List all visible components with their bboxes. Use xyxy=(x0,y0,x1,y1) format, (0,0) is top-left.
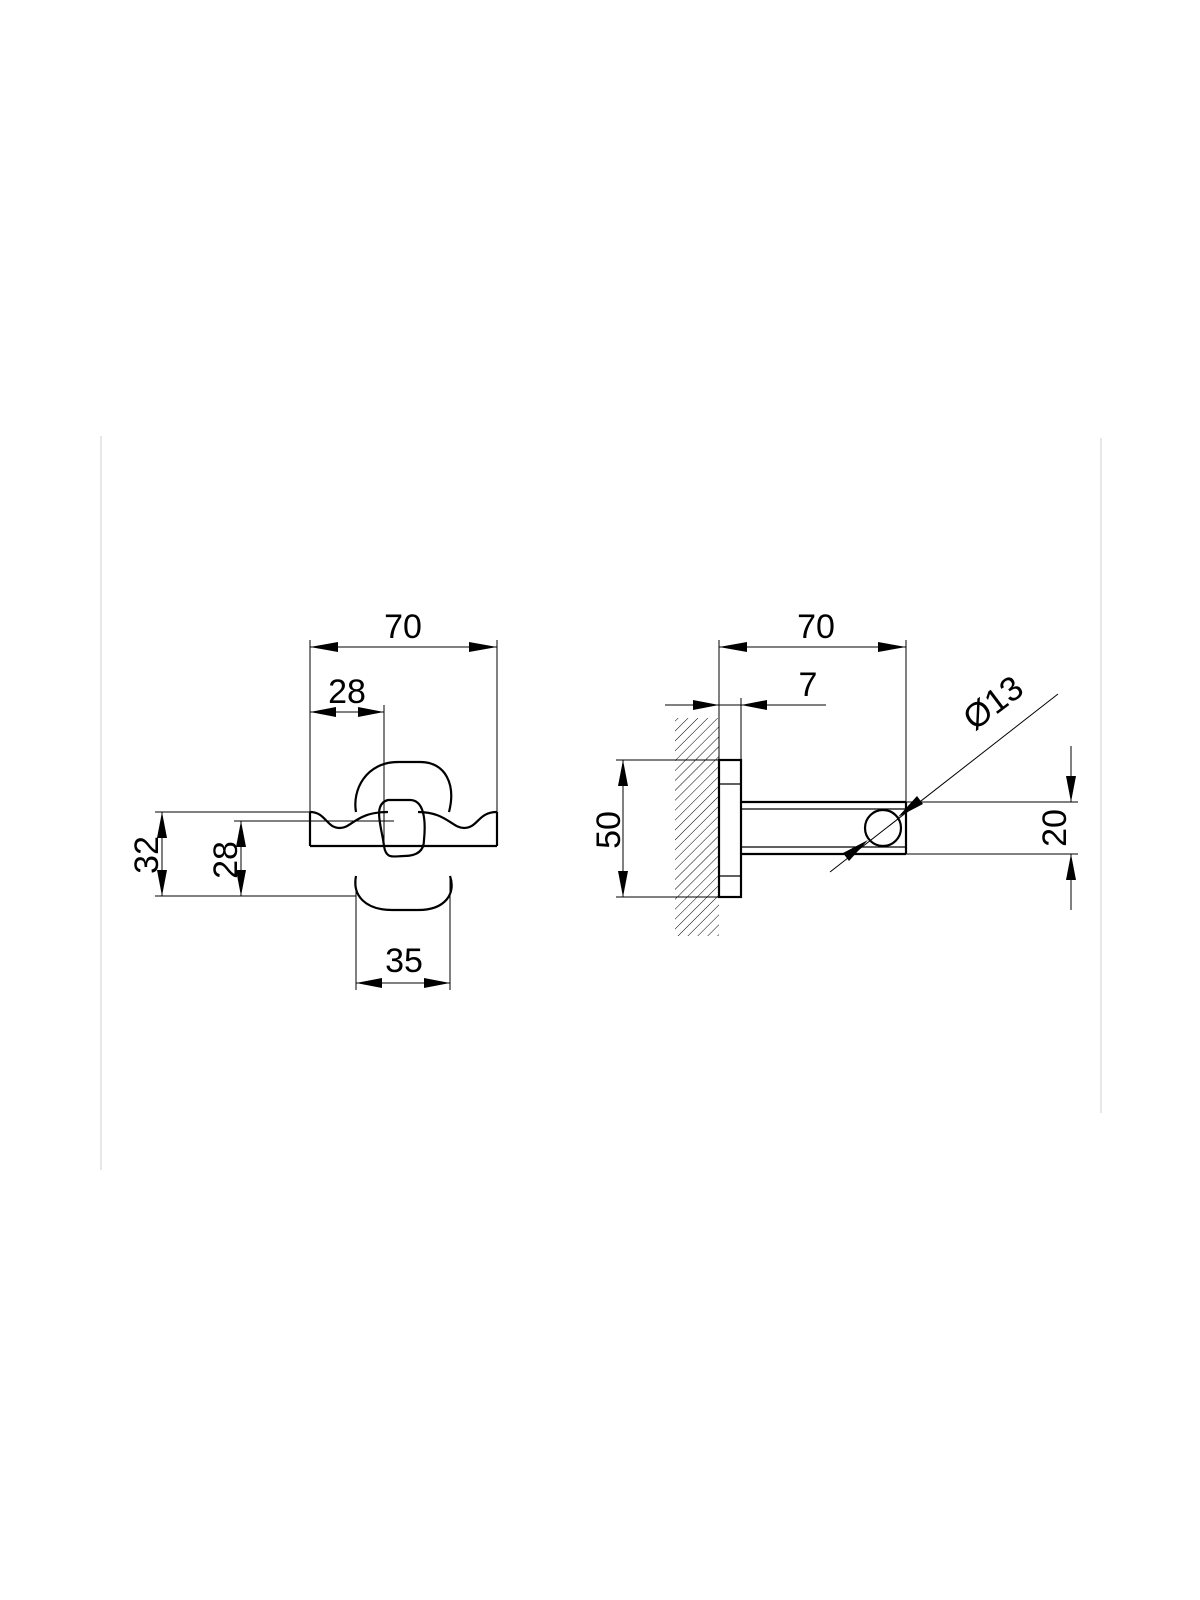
dim-side-diameter-label: Ø13 xyxy=(956,669,1030,738)
dim-side-70-arrow-left xyxy=(719,642,747,652)
dim-front-35-arrow-right xyxy=(424,978,450,988)
dim-side-50-arrow-bottom xyxy=(618,871,628,897)
wall-hatch xyxy=(675,718,719,936)
dim-front-70-arrow-right xyxy=(469,642,497,652)
dim-side-7-arrow-right xyxy=(741,700,767,710)
hook-arm-left xyxy=(309,810,389,830)
dim-front-35-arrow-left xyxy=(356,978,382,988)
front-view: 70 28 32 28 35 xyxy=(128,608,499,990)
dim-side-70-label: 70 xyxy=(797,608,835,646)
dim-side-70-arrow-right xyxy=(878,642,906,652)
dim-side-20-label: 20 xyxy=(1036,809,1074,847)
dim-front-32-arrow-bottom xyxy=(157,870,167,896)
dim-front-32-label: 32 xyxy=(128,836,166,874)
dim-front-28-arrow-left xyxy=(310,707,336,717)
dim-front-32-arrow-top xyxy=(157,812,167,838)
dim-side-50-arrow-top xyxy=(618,760,628,786)
hook-center-ring xyxy=(378,798,426,858)
hook-arm-right xyxy=(417,810,498,830)
wall-plate xyxy=(717,758,743,899)
dim-side-20-arrow-top xyxy=(1066,776,1076,802)
dim-front-35-label: 35 xyxy=(385,942,423,980)
dim-front-28v-label: 28 xyxy=(207,841,245,879)
dim-side-diameter-arrow-lower xyxy=(843,840,868,861)
dim-side-7-arrow-left xyxy=(693,700,719,710)
hook-bottom-outline xyxy=(354,875,453,912)
dim-front-70-label: 70 xyxy=(384,608,422,646)
dim-side-diameter-arrow-upper xyxy=(898,796,923,817)
hook-top-outline xyxy=(354,760,453,813)
dim-front-28v-arrow-top xyxy=(236,821,246,847)
dim-side-7-label: 7 xyxy=(799,666,818,704)
dim-front-28-label: 28 xyxy=(328,673,366,711)
dim-side-diameter-leader xyxy=(829,693,1059,873)
dim-side-20-arrow-bottom xyxy=(1066,854,1076,880)
dim-front-70-arrow-left xyxy=(310,642,338,652)
arm-end-circle xyxy=(863,808,903,848)
dim-side-50-label: 50 xyxy=(590,811,628,849)
dim-front-28-arrow-right xyxy=(358,707,384,717)
side-view: 70 7 Ø13 50 20 xyxy=(590,608,1078,936)
dim-front-28v-arrow-bottom xyxy=(236,870,246,896)
